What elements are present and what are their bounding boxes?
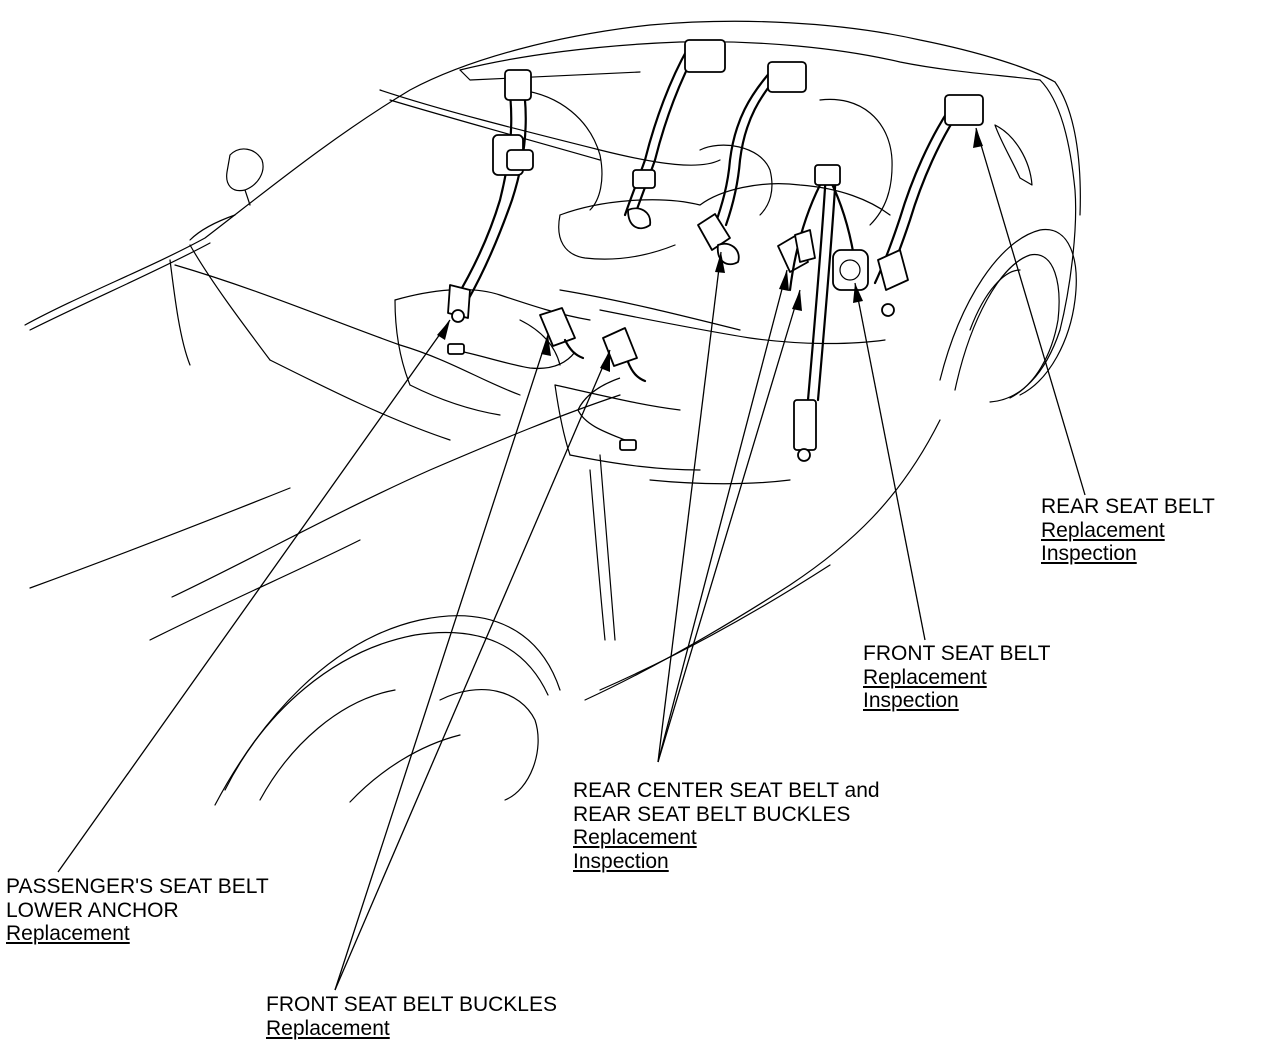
interior-seats-outline [394, 89, 893, 485]
leader-lines [57, 127, 1086, 991]
callout-front-seat-belt: FRONT SEAT BELT Replacement Inspection [863, 642, 1050, 713]
rear-center-seat-belt [623, 39, 726, 230]
passenger-front-seat-belt [447, 69, 534, 323]
passenger-anchor-title-line1: PASSENGER'S SEAT BELT [6, 875, 269, 898]
callout-front-seat-belt-buckles: FRONT SEAT BELT BUCKLES Replacement [266, 993, 557, 1040]
rear-seat-belt-right [873, 94, 984, 317]
passenger-anchor-title-line2: LOWER ANCHOR [6, 898, 179, 922]
rear-seat-belt-inspection-link[interactable]: Inspection [1041, 542, 1137, 565]
front-seat-belt-replacement-link[interactable]: Replacement [863, 665, 987, 689]
front-seat-belt-buckles [447, 307, 647, 451]
rear-center-inspection-link[interactable]: Inspection [573, 849, 669, 873]
rear-seat-belt-title: REAR SEAT BELT [1041, 495, 1215, 518]
car-body-outline [24, 20, 1081, 806]
front-seat-belt-title: FRONT SEAT BELT [863, 642, 1051, 665]
rear-center-title-line1: REAR CENTER SEAT BELT and [573, 779, 880, 802]
front-seat-belt-inspection-link[interactable]: Inspection [863, 689, 959, 712]
passenger-anchor-replacement-link[interactable]: Replacement [6, 922, 130, 945]
front-buckles-title: FRONT SEAT BELT BUCKLES [266, 993, 557, 1016]
rear-center-replacement-link[interactable]: Replacement [573, 826, 697, 849]
callout-rear-center-seat-belt: REAR CENTER SEAT BELT and REAR SEAT BELT… [573, 779, 880, 873]
front-seat-belt-driver [788, 164, 869, 462]
rear-seat-belt-replacement-link[interactable]: Replacement [1041, 518, 1165, 542]
rear-seat-belt-buckles [697, 61, 809, 273]
front-buckles-replacement-link[interactable]: Replacement [266, 1016, 390, 1040]
callout-rear-seat-belt: REAR SEAT BELT Replacement Inspection [1041, 495, 1215, 566]
rear-center-title-line2: REAR SEAT BELT BUCKLES [573, 802, 851, 826]
callout-passenger-lower-anchor: PASSENGER'S SEAT BELT LOWER ANCHOR Repla… [6, 875, 269, 946]
